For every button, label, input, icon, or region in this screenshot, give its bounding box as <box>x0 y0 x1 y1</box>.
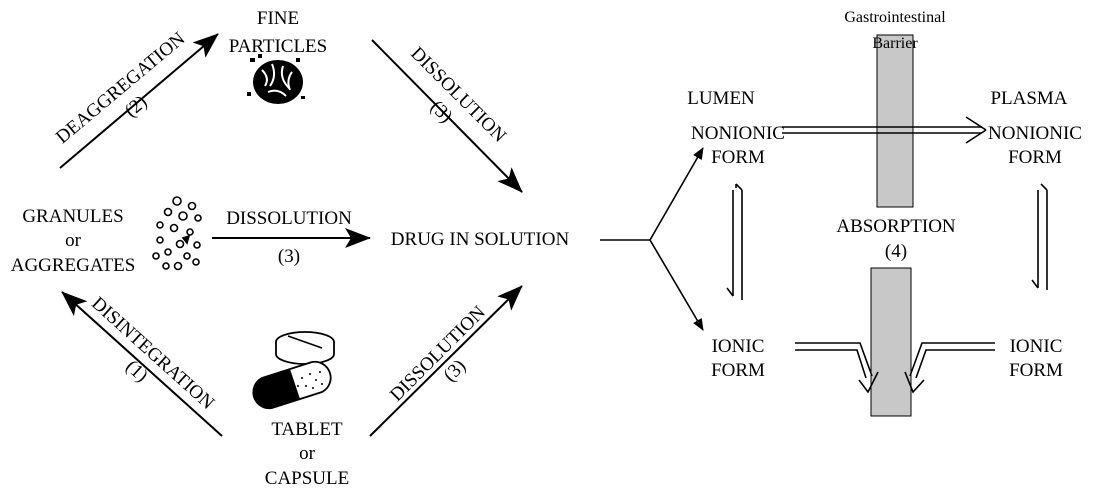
gi-barrier-bottom <box>870 267 912 417</box>
drug-in-solution-label: DRUG IN SOLUTION <box>391 229 570 250</box>
dissolution-bottom-label: DISSOLUTION <box>386 302 490 406</box>
disintegration-arrow <box>61 291 223 437</box>
ionic-plasma-line1: IONIC <box>1010 336 1063 357</box>
disintegration-label: DISINTEGRATION <box>87 293 218 414</box>
nonionic-lumen-line2: FORM <box>711 147 765 168</box>
granules-label-line3: AGGREGATES <box>11 255 136 276</box>
deaggregation-label: DEAGGREGATION <box>52 28 189 148</box>
tablet-label-line1: TABLET <box>271 419 343 440</box>
nonionic-lumen-line1: NONIONIC <box>691 123 785 144</box>
dissolution-mid-label: DISSOLUTION <box>226 208 352 229</box>
tablet-capsule-icon <box>252 331 335 410</box>
granules-label-line2: or <box>65 230 82 251</box>
dissolution-top-label: DISSOLUTION <box>406 43 510 147</box>
deaggregation-arrow <box>59 33 219 169</box>
tablet-label-line2: or <box>299 443 316 464</box>
gi-barrier-label-line1: Gastrointestinal <box>844 9 946 26</box>
granules-icon <box>152 196 202 271</box>
fine-particles-label-line1: FINE <box>257 8 299 29</box>
gi-barrier-top <box>876 34 914 208</box>
lumen-label: LUMEN <box>687 88 755 109</box>
dissolution-top-arrow <box>371 39 523 193</box>
gi-barrier-label-line2: Barrier <box>872 35 918 52</box>
nonionic-plasma-line2: FORM <box>1008 147 1062 168</box>
ionic-plasma-line2: FORM <box>1009 360 1063 381</box>
granules-label-line1: GRANULES <box>22 206 123 227</box>
fork-to-ionic <box>649 239 704 331</box>
fine-particles-icon <box>247 54 305 104</box>
absorption-label: ABSORPTION <box>836 216 956 237</box>
dissolution-mid-number: (3) <box>278 246 300 267</box>
nonionic-transfer-arrow <box>782 116 987 144</box>
plasma-equilibrium-arrows <box>1031 183 1048 290</box>
fork-to-nonionic <box>649 147 704 241</box>
ionic-lumen-barrier-arrow <box>795 342 879 394</box>
lumen-equilibrium-arrows <box>726 183 743 300</box>
nonionic-plasma-line1: NONIONIC <box>988 123 1082 144</box>
ionic-lumen-line2: FORM <box>711 360 765 381</box>
ionic-plasma-barrier-arrow <box>904 342 995 394</box>
fine-particles-label-line2: PARTICLES <box>229 36 327 57</box>
dissolution-bottom-arrow <box>369 285 523 437</box>
ionic-lumen-line1: IONIC <box>712 336 765 357</box>
tablet-label-line3: CAPSULE <box>265 468 349 489</box>
absorption-number: (4) <box>885 241 907 262</box>
plasma-label: PLASMA <box>990 88 1067 109</box>
